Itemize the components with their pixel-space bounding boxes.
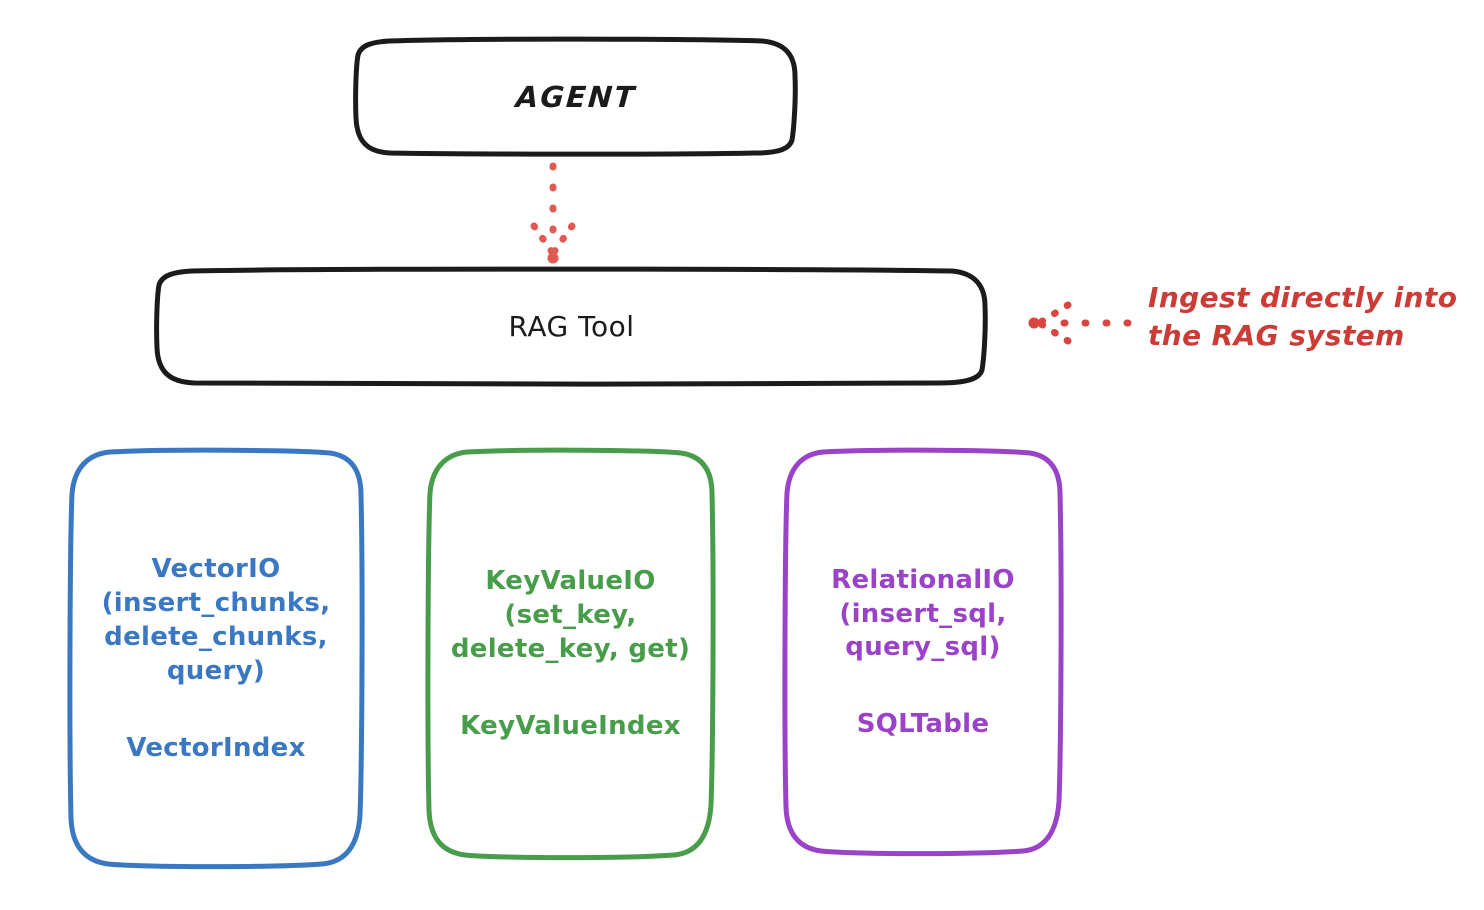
agent-label: AGENT	[514, 79, 638, 114]
agent-box-outline	[353, 36, 798, 157]
node-relational-io[interactable]: RelationalIO (insert_sql, query_sql) SQL…	[785, 450, 1061, 853]
vector-index-label: VectorIndex	[126, 732, 306, 763]
agent-to-rag-connector	[530, 162, 576, 264]
key-value-index-label: KeyValueIndex	[460, 710, 681, 741]
node-key-value-io[interactable]: KeyValueIO (set_key, delete_key, get) Ke…	[428, 450, 713, 856]
key-value-io-box-outline	[425, 447, 716, 861]
rag-tool-label: RAG Tool	[508, 310, 635, 343]
relational-io-box-outline	[782, 447, 1064, 857]
sql-table-label: SQLTable	[856, 709, 990, 740]
ingest-annotation-text: Ingest directly into the RAG system	[1148, 281, 1458, 353]
rag-tool-box-outline	[154, 266, 988, 387]
vector-io-title: VectorIO (insert_chunks, delete_chunks, …	[101, 554, 331, 686]
ingest-to-rag-connector	[1028, 301, 1132, 345]
vector-io-box-outline	[67, 447, 365, 870]
relational-io-title: RelationalIO (insert_sql, query_sql)	[831, 564, 1015, 663]
node-vector-io[interactable]: VectorIO (insert_chunks, delete_chunks, …	[70, 450, 362, 866]
node-rag-tool[interactable]: RAG Tool	[157, 270, 986, 383]
node-agent[interactable]: AGENT	[356, 40, 796, 153]
key-value-io-title: KeyValueIO (set_key, delete_key, get)	[450, 566, 691, 664]
